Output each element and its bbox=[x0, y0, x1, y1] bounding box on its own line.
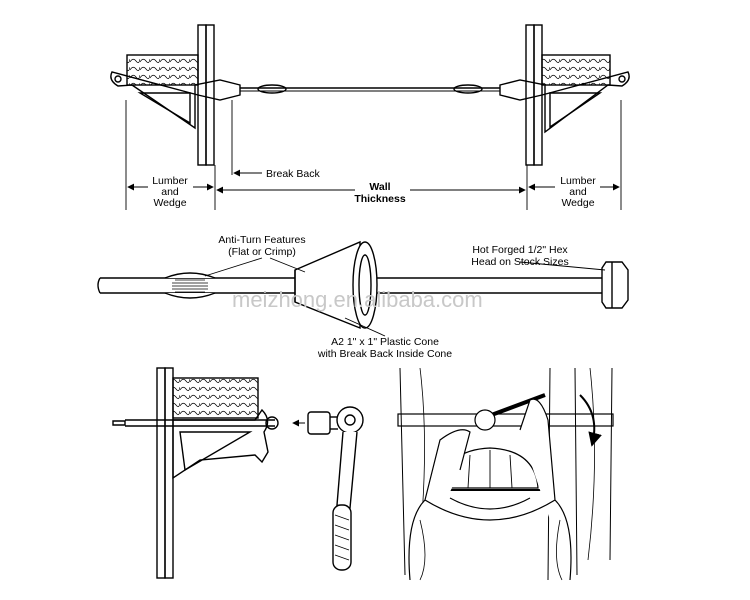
rod-shaft-right bbox=[377, 277, 602, 294]
plastic-cone bbox=[294, 240, 361, 330]
cone-face-inner bbox=[358, 254, 372, 316]
right-form-panel bbox=[525, 24, 535, 166]
anti-turn-crimp bbox=[164, 272, 216, 299]
lumber-right-line-3: Wedge bbox=[561, 197, 594, 209]
right-wedge bbox=[499, 71, 630, 134]
middle-leaders bbox=[204, 257, 606, 337]
right-lumber bbox=[541, 54, 611, 86]
lumber-right-label: Lumber and Wedge bbox=[560, 175, 596, 209]
cone-line-2: with Break Back Inside Cone bbox=[317, 348, 452, 360]
face bbox=[449, 497, 531, 510]
lumber-left-line-2: and bbox=[161, 186, 179, 198]
nut bbox=[265, 416, 279, 430]
anti-turn-line-2: (Flat or Crimp) bbox=[228, 246, 296, 258]
wall-line-2: Thickness bbox=[354, 193, 406, 205]
left-lumber bbox=[126, 54, 199, 86]
lumber-block bbox=[172, 377, 259, 419]
form-panel-inner bbox=[164, 367, 174, 579]
dimension-arrows bbox=[127, 169, 620, 194]
lumber-left-line-1: Lumber bbox=[152, 175, 188, 187]
hex-head-line-2: Head on Stock Sizes bbox=[471, 256, 568, 268]
lumber-right-line-1: Lumber bbox=[560, 175, 596, 187]
left-wedge bbox=[110, 71, 241, 130]
watermark: meizhong.en.alibaba.com bbox=[232, 287, 483, 312]
rotation-arrow bbox=[579, 394, 602, 447]
socket bbox=[307, 411, 331, 435]
rod-end bbox=[97, 277, 101, 294]
tie-with-cone bbox=[97, 240, 629, 330]
left-anti-turn-crimp bbox=[257, 84, 287, 94]
hex-head-line-1: Hot Forged 1/2" Hex bbox=[472, 244, 568, 256]
hex-head bbox=[601, 261, 629, 309]
wedge-slot bbox=[179, 431, 253, 472]
cone-face bbox=[352, 241, 378, 329]
cone-line-1: A2 1" x 1" Plastic Cone bbox=[331, 336, 439, 348]
left-form-panel-inner bbox=[205, 24, 215, 166]
right-wedge-slot bbox=[549, 92, 603, 129]
ratchet-arm bbox=[336, 431, 358, 509]
removal-detail bbox=[112, 367, 364, 579]
ratchet-head bbox=[336, 406, 364, 434]
waler bbox=[397, 413, 614, 427]
form-panel bbox=[156, 367, 166, 579]
lumber-right-line-2: and bbox=[569, 186, 587, 198]
top-wall-section bbox=[110, 24, 630, 210]
rod-tip bbox=[112, 420, 126, 426]
worker-illustration bbox=[397, 367, 614, 581]
lumber-left-label: Lumber and Wedge bbox=[152, 175, 188, 209]
left-wedge-eye bbox=[114, 75, 122, 83]
break-back-label: Break Back bbox=[266, 168, 320, 180]
wall-thickness-label: Wall Thickness bbox=[354, 181, 406, 205]
right-anti-turn-crimp bbox=[453, 84, 483, 94]
wall-line-1: Wall bbox=[369, 181, 390, 193]
lumber-left-line-3: Wedge bbox=[153, 197, 186, 209]
anti-turn-line-1: Anti-Turn Features bbox=[218, 234, 305, 246]
right-wedge-eye bbox=[618, 75, 626, 83]
left-wedge-slot bbox=[137, 92, 191, 125]
